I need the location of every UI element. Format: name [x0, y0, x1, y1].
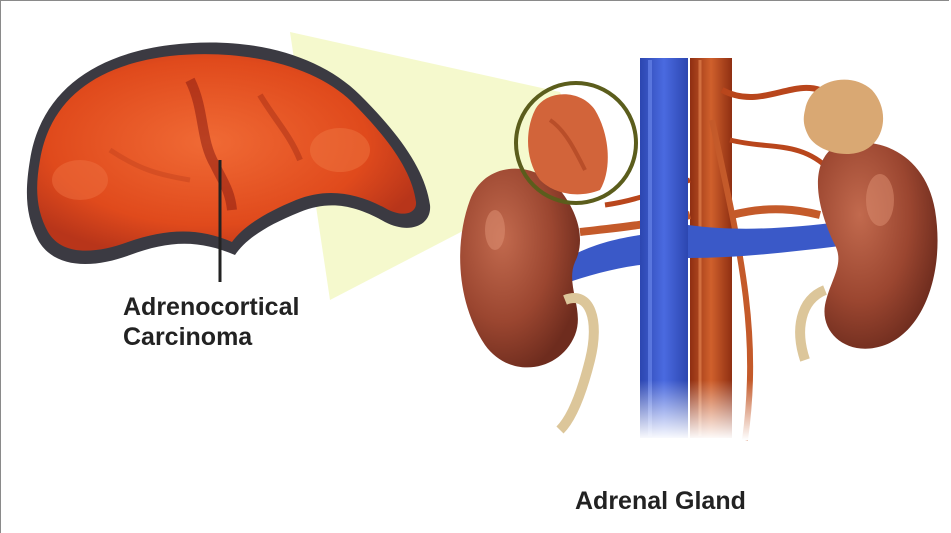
- carcinoma-label-line1: Adrenocortical: [123, 292, 299, 322]
- left-kidney: [460, 169, 594, 430]
- left-adrenal-gland: [528, 94, 608, 194]
- carcinoma-label-line2: Carcinoma: [123, 322, 299, 352]
- adrenal-gland-label: Adrenal Gland: [575, 486, 746, 516]
- right-adrenal-gland: [804, 80, 883, 154]
- bottom-fade: [600, 380, 800, 440]
- right-kidney: [800, 143, 937, 361]
- carcinoma-label: Adrenocortical Carcinoma: [123, 292, 299, 352]
